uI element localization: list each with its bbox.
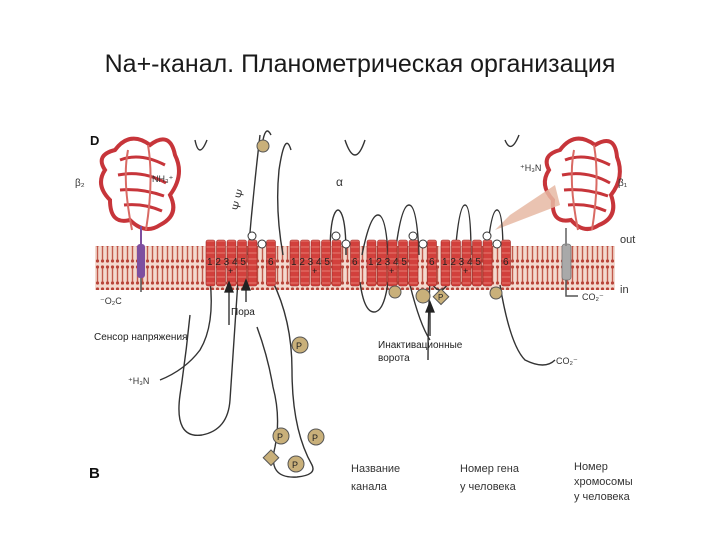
beta1-domain-link: [495, 185, 560, 230]
helix-segment-3: [461, 239, 472, 287]
charge-plus: +: [389, 266, 394, 276]
panel-label-b: B: [89, 465, 100, 482]
helix-segment-4: [237, 239, 247, 287]
domain-pore-segment-label: 6: [268, 257, 274, 268]
domain-3: 1 2 3 4 5 6 +: [366, 231, 437, 287]
domain-segment-labels: 1 2 3 4 5: [442, 257, 481, 268]
helix-segment-2: [377, 239, 387, 287]
domain-segment-labels: 1 2 3 4 5: [291, 257, 330, 268]
helix-segment-6: [350, 239, 360, 287]
inactivation-gate-label-1: Инактивационные: [378, 340, 463, 351]
helix-segment-5: [408, 239, 419, 287]
helix-segment-1: [205, 239, 216, 287]
h3n-right-label: ⁺H₃N: [520, 163, 541, 173]
co2-bottom-label: CO₂⁻: [556, 356, 578, 366]
helix-segment-1: [366, 239, 377, 287]
domain-segment-labels: 1 2 3 4 5: [368, 257, 407, 268]
slide-title: Na+-канал. Планометрическая организация: [104, 50, 616, 78]
panel-label-a: D: [90, 133, 99, 148]
charge-mark: [492, 239, 502, 249]
charge-mark: [247, 231, 257, 241]
helix-segment-1: [440, 239, 451, 287]
helix-segment-4: [321, 239, 331, 287]
helix-segment-4: [472, 239, 482, 287]
charge-mark: [257, 239, 267, 249]
helix-segment-3: [226, 239, 237, 287]
domain-segment-labels: 1 2 3 4 5: [207, 257, 246, 268]
beta2-label: β₂: [75, 178, 85, 189]
helix-segment-1: [289, 239, 300, 287]
helix-segment-4: [398, 239, 408, 287]
phospho-sites: P P P P P: [256, 139, 503, 473]
charge-mark: [331, 231, 341, 241]
charge-plus: +: [463, 266, 468, 276]
domain-pore-segment-label: 6: [429, 257, 435, 268]
o2c-label: ⁻O₂C: [100, 296, 122, 306]
svg-text:P: P: [438, 293, 443, 302]
table-col2-line2: у человека: [460, 481, 517, 493]
charge-mark: [341, 239, 351, 249]
helix-segment-6: [427, 239, 437, 287]
svg-text:P: P: [292, 460, 298, 470]
transmembrane-domains: 1 2 3 4 5 6 +1 2 3 4 5 6 +1 2 3 4 5 6 +1 2 3 4…: [205, 231, 511, 287]
helix-segment-6: [266, 239, 276, 287]
helix-segment-2: [300, 239, 310, 287]
nh3-left-label: NH₃⁺: [152, 174, 174, 184]
table-col2-line1: Номер гена: [460, 463, 520, 475]
sugar-marks: Ψ Ψ: [231, 188, 248, 212]
charge-mark: [482, 231, 492, 241]
label-out: out: [620, 234, 635, 246]
helix-segment-5: [331, 239, 342, 287]
charge-plus: +: [312, 266, 317, 276]
table-col1-line1: Название: [351, 463, 400, 475]
beta1-label: β₁: [618, 178, 628, 189]
annotation-arrows: [224, 278, 435, 336]
svg-text:P: P: [312, 433, 318, 443]
beta2-subunit: [99, 136, 181, 292]
helix-segment-3: [310, 239, 321, 287]
domain-1: 1 2 3 4 5 6 +: [205, 231, 276, 287]
helix-segment-2: [451, 239, 461, 287]
helix-segment-6: [501, 239, 511, 287]
alpha-label: α: [336, 175, 343, 189]
charge-plus: +: [228, 266, 233, 276]
label-in: in: [620, 284, 629, 296]
helix-segment-2: [216, 239, 226, 287]
table-col3-line2: хромосомы: [574, 476, 633, 488]
charge-mark: [408, 231, 418, 241]
table-header: Название канала Номер гена у человека Но…: [351, 461, 633, 503]
svg-text:P: P: [296, 341, 302, 351]
helix-segment-5: [247, 239, 258, 287]
beta1-subunit: [542, 136, 622, 297]
helix-segment-5: [482, 239, 493, 287]
co2-right-label: CO₂⁻: [582, 292, 604, 302]
domain-4: 1 2 3 4 5 6 +: [440, 231, 511, 287]
voltage-sensor-label: Сенсор напряжения: [94, 332, 187, 343]
inactivation-gate-label-2: ворота: [378, 353, 410, 364]
svg-text:P: P: [277, 432, 283, 442]
domain-pore-segment-label: 6: [352, 257, 358, 268]
table-col3-line1: Номер: [574, 461, 608, 473]
table-col3-line3: у человека: [574, 491, 631, 503]
table-col1-line2: канала: [351, 481, 388, 493]
h3n-bottom-label: ⁺H₃N: [128, 376, 149, 386]
domain-pore-segment-label: 6: [503, 257, 509, 268]
domain-2: 1 2 3 4 5 6 +: [289, 231, 360, 287]
charge-mark: [418, 239, 428, 249]
pore-label: Пора: [231, 307, 255, 318]
alpha-backbone: [159, 130, 556, 478]
